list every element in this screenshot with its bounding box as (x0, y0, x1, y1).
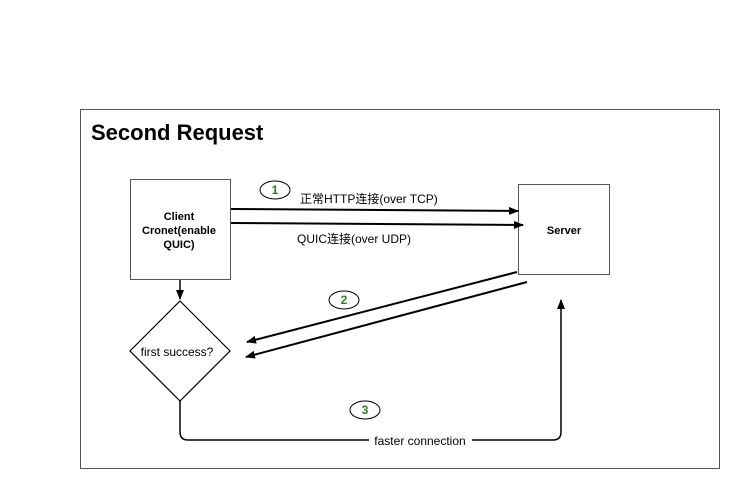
http-tcp-label: 正常HTTP连接(over TCP) (300, 191, 438, 206)
faster-label-background (369, 432, 472, 448)
step-3-number: 3 (362, 403, 369, 417)
client-node: Client Cronet(enable QUIC) (130, 179, 231, 280)
diagram-frame (80, 109, 720, 469)
quic-udp-label: QUIC连接(over UDP) (297, 231, 411, 246)
http-tcp-arrow (230, 206, 519, 215)
server-node: Server (518, 184, 610, 275)
client-label-line-3: QUIC) (163, 239, 195, 251)
decision-label: first success? (141, 345, 214, 359)
step-1-number: 1 (272, 183, 279, 197)
faster-connection-label: faster connection (374, 434, 465, 448)
client-label-line-1: Client (164, 211, 195, 223)
response-arrow-lower (245, 281, 528, 359)
client-label-line-2: Cronet(enable (142, 225, 216, 237)
step-1-marker: 1 (259, 180, 291, 200)
step-2-number: 2 (341, 293, 348, 307)
step-3-marker: 3 (349, 400, 381, 420)
decision-node: first success? (129, 300, 231, 402)
step-2-marker: 2 (328, 290, 360, 310)
quic-udp-arrow (230, 220, 524, 229)
server-label: Server (547, 225, 582, 237)
response-arrow-upper (246, 271, 518, 344)
diagram-title: Second Request (91, 120, 264, 145)
